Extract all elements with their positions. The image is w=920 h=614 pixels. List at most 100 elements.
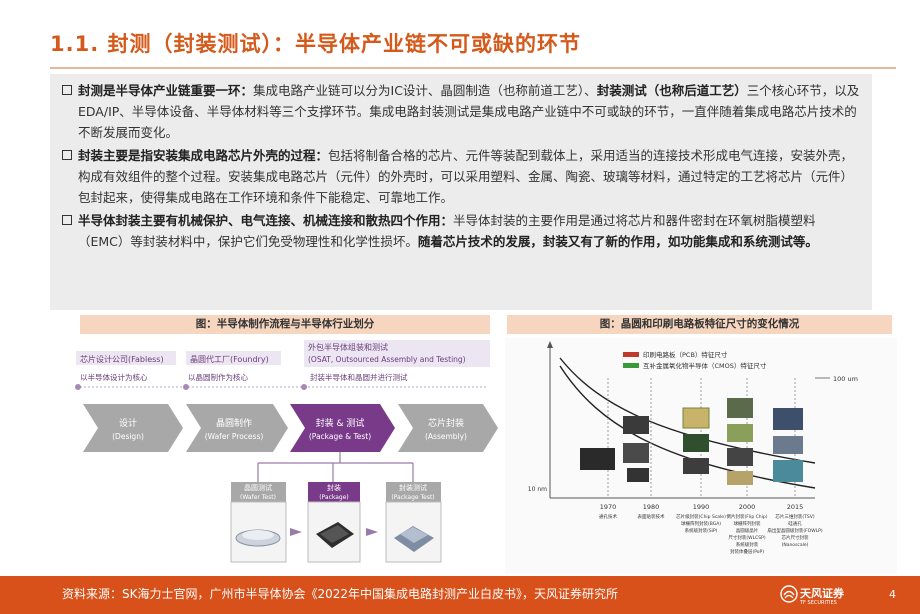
timeline-dot	[301, 384, 307, 390]
substep-title: 晶圆测试	[244, 483, 272, 492]
substep-title: 封装	[327, 483, 341, 492]
bullet-bold: 封装测试（也称后道工艺）	[596, 83, 747, 98]
legend-swatch-cmos	[623, 363, 639, 368]
process-flow-figure: 芯片设计公司(Fabless) 晶圆代工厂(Foundry) 外包半导体组装和测…	[68, 338, 498, 570]
tf-logo-icon	[780, 585, 798, 603]
step-chevron-active	[290, 404, 395, 452]
page-title: 1.1. 封测（封装测试）：半导体产业链不可或缺的环节	[50, 32, 581, 56]
arrow-right-icon	[290, 528, 302, 536]
step-title: 封装 & 测试	[316, 417, 365, 429]
bullet-text: 包括将制备合格的芯片、元件等装配到载体上，采用适当的连接技术形成电气连接，安装外…	[78, 148, 854, 205]
bullet-text: 半导体封装的主要作用是通过将芯片和器件密封在环氧树脂模塑料（EMC）等封装材料中…	[78, 213, 816, 249]
summary-box: 封测是半导体产业链重要一环：集成电路产业链可以分为IC设计、晶圆制造（也称前道工…	[50, 74, 872, 310]
step-subtitle: (Design)	[112, 432, 144, 441]
company-label: 晶圆代工厂(Foundry)	[190, 354, 269, 364]
step-chevron	[83, 404, 183, 452]
checkbox-square-icon	[62, 150, 72, 160]
wafer-test-image	[230, 501, 287, 563]
substep-header	[386, 482, 441, 502]
year-note: 封装体叠层(PoP)	[730, 548, 764, 555]
figure-caption-left: 图：半导体制作流程与半导体行业划分	[80, 315, 490, 334]
company-desc: 以晶圆制作为核心	[188, 372, 248, 382]
package-photo	[773, 408, 803, 430]
bullet-item: 封测是半导体产业链重要一环：集成电路产业链可以分为IC设计、晶圆制造（也称前道工…	[62, 80, 860, 143]
company-label: 外包半导体组装和测试	[308, 342, 388, 352]
company-desc: 封装半导体和晶圆并进行测试	[310, 372, 408, 382]
package-photo	[727, 448, 753, 466]
bullet-lead: 封装主要是指安装集成电路芯片外壳的过程：	[78, 148, 329, 163]
package-photo	[623, 416, 649, 434]
step-chevron	[398, 404, 498, 452]
step-subtitle: (Package & Test)	[309, 432, 371, 441]
year-note: 芯片三维封装(TSV)	[775, 513, 814, 520]
bullet-lead: 封测是半导体产业链重要一环：	[78, 83, 254, 98]
step-title: 芯片封装	[428, 417, 464, 429]
step-chevron	[186, 404, 288, 452]
package-photo	[580, 448, 615, 470]
package-photo	[727, 398, 753, 418]
x-tick-label: 2000	[739, 503, 756, 511]
company-label-box	[186, 351, 281, 365]
bullet-text: 集成电路产业链可以分为IC设计、晶圆制造（也称前道工艺）、	[253, 83, 597, 98]
page-number: 4	[889, 588, 896, 601]
curve-cmos	[559, 365, 816, 489]
substep-header	[231, 482, 286, 502]
legend-label: 印刷电路板（PCB）特征尺寸	[643, 350, 728, 359]
package-photo	[623, 443, 649, 463]
year-note: 芯片尺寸封装	[782, 534, 809, 541]
x-tick-label: 1980	[643, 503, 660, 511]
checkbox-square-icon	[62, 215, 72, 225]
substep-title: 封装测试	[399, 483, 427, 492]
package-photo	[627, 468, 649, 482]
y-label: 10 nm	[528, 486, 547, 493]
substep-subtitle: (Package)	[319, 494, 349, 501]
company-desc: 以半导体设计为核心	[80, 372, 148, 382]
year-note: 系统级封装	[736, 541, 759, 548]
year-note: 球栅阵列封装(BGA)	[681, 520, 721, 527]
substep-header-active	[308, 482, 360, 502]
package-photo	[683, 458, 709, 474]
bullet-lead: 半导体封装主要有机械保护、电气连接、机械连接和散热四个作用：	[78, 213, 454, 228]
year-note: 表面贴装技术	[638, 513, 665, 520]
package-photo	[683, 434, 709, 452]
x-tick-label: 2015	[787, 503, 804, 511]
company-label-box	[304, 340, 490, 367]
company-label: (OSAT, Outsourced Assembly and Testing)	[308, 355, 466, 364]
bullet-item: 半导体封装主要有机械保护、电气连接、机械连接和散热四个作用：半导体封装的主要作用…	[62, 210, 860, 252]
year-note: 硅通孔	[788, 520, 802, 527]
package-photo	[727, 424, 753, 442]
source-note: 资料来源：SK海力士官网，广州市半导体协会《2022年中国集成电路封测产业白皮书…	[62, 587, 619, 601]
substep-subtitle: (Wafer Test)	[240, 494, 276, 501]
logo-subtext: TF SECURITIES	[800, 600, 837, 606]
bullet-bold: 随着芯片技术的发展，封装又有了新的作用，如功能集成和系统测试等。	[417, 234, 818, 249]
year-note: 倒片封装(Flip Chip)	[727, 513, 768, 520]
footer-bar: 资料来源：SK海力士官网，广州市半导体协会《2022年中国集成电路封测产业白皮书…	[0, 576, 920, 614]
substep-subtitle: (Package Test)	[391, 494, 434, 501]
year-note: 球栅阵列封装	[734, 520, 761, 527]
checkbox-square-icon	[62, 85, 72, 95]
legend-label: 互补金属氧化物半导体（CMOS）特征尺寸	[643, 361, 767, 370]
package-photo	[773, 436, 803, 454]
timeline-dot	[183, 384, 189, 390]
logo-text: 天风证券	[800, 587, 844, 600]
step-title: 设计	[119, 417, 137, 429]
package-photo	[773, 460, 803, 482]
feature-size-figure: 印刷电路板（PCB）特征尺寸 互补金属氧化物半导体（CMOS）特征尺寸 100 …	[505, 338, 897, 574]
bullet-item: 封装主要是指安装集成电路芯片外壳的过程：包括将制备合格的芯片、元件等装配到载体上…	[62, 145, 860, 208]
package-photo	[727, 471, 753, 485]
year-note: 系统级封装(SiP)	[685, 527, 718, 534]
step-subtitle: (Wafer Process)	[205, 432, 264, 441]
step-subtitle: (Assembly)	[425, 432, 467, 441]
bullet-text: 三个核心环节，以及EDA/IP、半导体设备、半导体材料等三个支撑环节。集成电路封…	[78, 83, 860, 140]
y-label: 100 um	[833, 375, 858, 383]
x-tick-label: 1970	[600, 503, 617, 511]
package-photo	[682, 407, 710, 429]
company-logo: 天风证券 TF SECURITIES	[780, 581, 850, 611]
figure-caption-right: 图：晶圆和印刷电路板特征尺寸的变化情况	[507, 315, 892, 334]
timeline-dot	[75, 384, 81, 390]
company-label: 芯片设计公司(Fabless)	[80, 354, 164, 364]
step-title: 晶圆制作	[216, 417, 252, 429]
company-label-box	[76, 351, 176, 365]
year-note: 晶圆级晶片	[736, 527, 759, 534]
